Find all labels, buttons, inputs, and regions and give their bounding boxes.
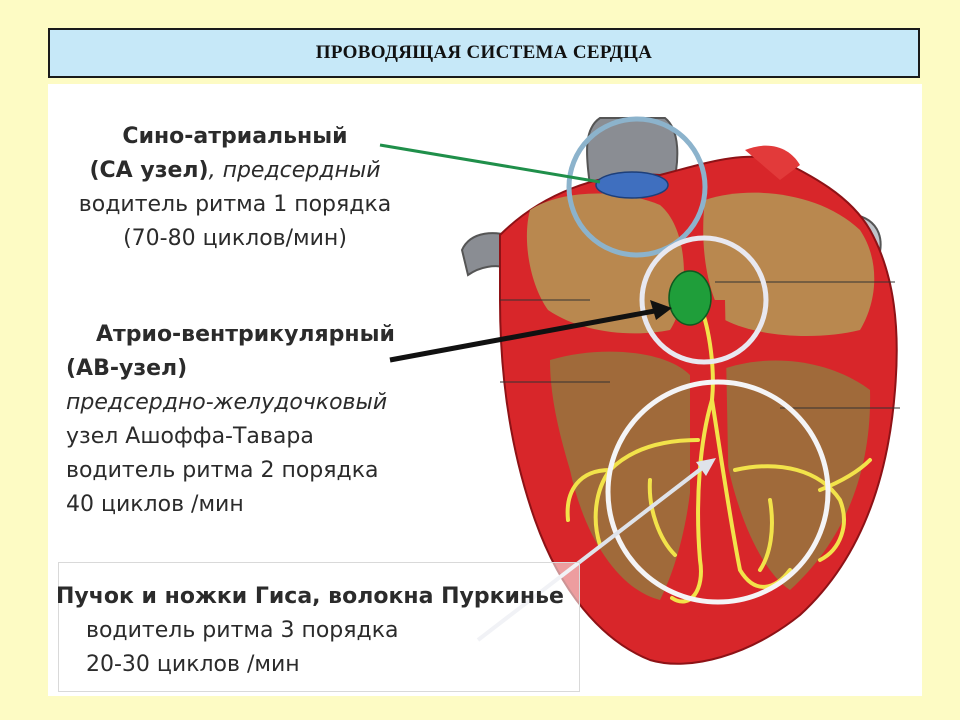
av-line5: водитель ритма 2 порядка [66,458,379,483]
purkinje-line3: 20-30 циклов /мин [86,652,300,677]
right-ventricle [719,360,871,590]
sa-line3: водитель ритма 1 порядка [78,192,392,217]
av-node [668,270,712,326]
sa-pointer-line [379,143,601,184]
sa-line4: (70-80 циклов/мин) [123,226,347,251]
av-line6: 40 циклов /мин [66,492,244,517]
av-pointer-head [650,300,672,320]
right-atrium [703,192,875,336]
sa-line2-italic: , предсердный [208,158,381,183]
av-line2: (АВ-узел) [66,356,188,381]
purkinje-pointer-head [696,458,716,476]
purkinje-line1: Пучок и ножки Гиса, волокна Пуркинье [56,584,564,609]
sa-line2-bold: (СА узел) [89,158,209,183]
heart-right-edge [745,145,800,180]
av-pointer-arrow [389,307,661,363]
left-atrium [526,193,684,334]
title-bar: ПРОВОДЯЩАЯ СИСТЕМА СЕРДЦА [48,28,920,78]
av-line4: узел Ашоффа-Тавара [66,424,314,449]
av-node-label: Атрио-вентрикулярный (АВ-узел) предсердн… [66,318,486,522]
left-ventricle [550,351,694,600]
av-line3: предсердно-желудочковый [66,390,388,415]
sa-node-label: Сино-атриальный (СА узел), предсердный в… [55,120,415,256]
purkinje-line2: водитель ритма 3 порядка [86,618,399,643]
purkinje-label-box [58,562,580,692]
av-highlight-ring [639,235,769,365]
av-line1: Атрио-вентрикулярный [96,322,395,347]
sa-highlight-ring [566,116,708,258]
page-title: ПРОВОДЯЩАЯ СИСТЕМА СЕРДЦА [315,42,653,63]
sa-node [595,171,669,199]
purkinje-label: Пучок и ножки Гиса, волокна Пуркинье вод… [56,580,616,682]
purkinje-highlight-ring [605,379,831,605]
sa-line1: Сино-атриальный [122,124,348,149]
